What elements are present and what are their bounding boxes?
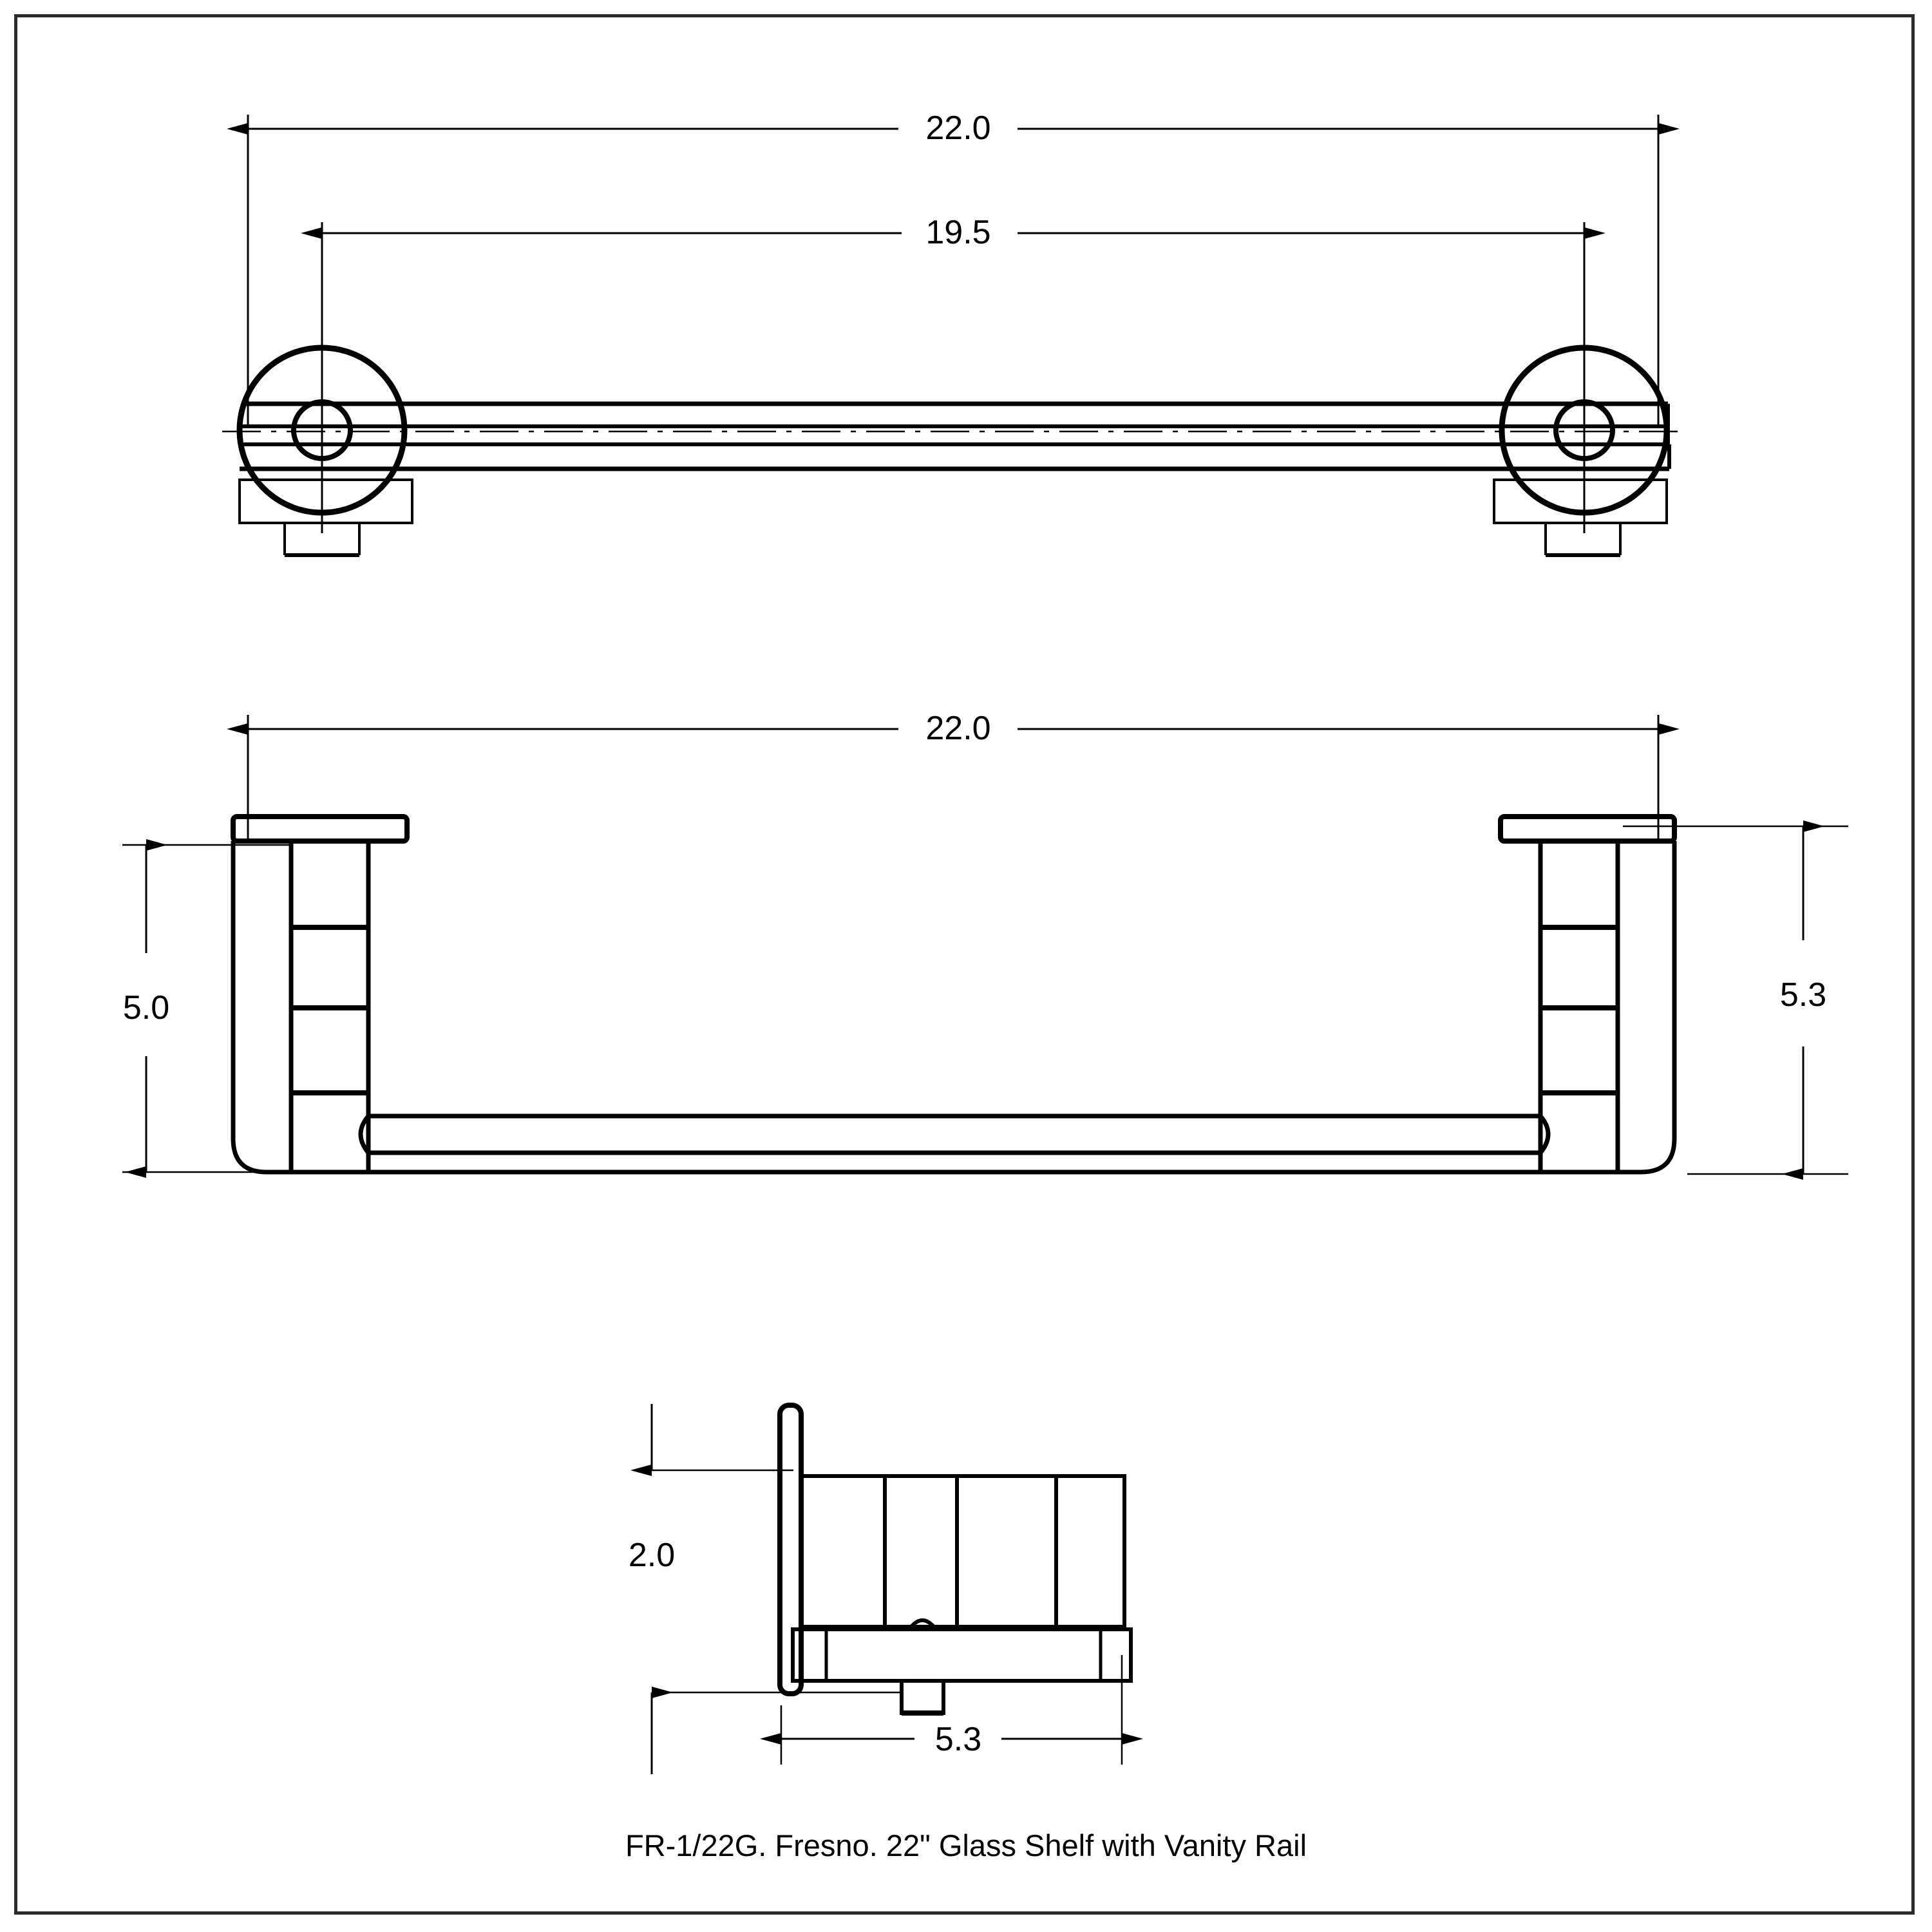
front-left-bracket-post	[289, 838, 371, 1175]
side-dim-20-label: 2.0	[629, 1537, 675, 1574]
front-vanity-rail	[358, 1113, 1551, 1155]
front-dim-22-label: 22.0	[925, 710, 990, 747]
side-wall-plate	[777, 1403, 804, 1696]
top-view	[222, 115, 1687, 557]
drawing-title-caption: FR-1/22G. Fresno. 22" Glass Shelf with V…	[625, 1828, 1307, 1862]
side-screw-tab	[900, 1681, 945, 1716]
top-dim-22-extension-lines	[247, 115, 1660, 425]
side-dim-20-extension-lines	[652, 1469, 902, 1694]
side-body-block	[799, 1474, 1126, 1629]
sheet-border	[14, 14, 1915, 1915]
side-dim-53-extension-lines	[780, 1655, 1123, 1765]
front-dim-53-label: 5.3	[1780, 976, 1826, 1014]
top-shelf-rail-lines	[240, 401, 1669, 471]
front-glass-shelf-right	[1498, 814, 1677, 844]
side-view	[630, 1403, 1143, 1774]
side-bottom-rail	[791, 1627, 1133, 1683]
front-body-outline	[231, 841, 1677, 1175]
top-dim-195-label: 19.5	[925, 214, 990, 251]
side-boss-icon	[909, 1618, 936, 1629]
side-dim-53-label: 5.3	[935, 1721, 981, 1758]
top-dim-195-extension-lines	[321, 222, 1586, 451]
front-dim-50-label: 5.0	[123, 989, 169, 1027]
front-view	[122, 715, 1848, 1180]
front-right-bracket-post	[1538, 838, 1620, 1175]
top-dim-22-label: 22.0	[925, 109, 990, 147]
front-dim-22-extension-lines	[247, 715, 1660, 844]
top-left-mount	[236, 330, 413, 557]
front-glass-shelf-left	[231, 814, 410, 844]
top-rail-end-caps	[1666, 404, 1671, 469]
